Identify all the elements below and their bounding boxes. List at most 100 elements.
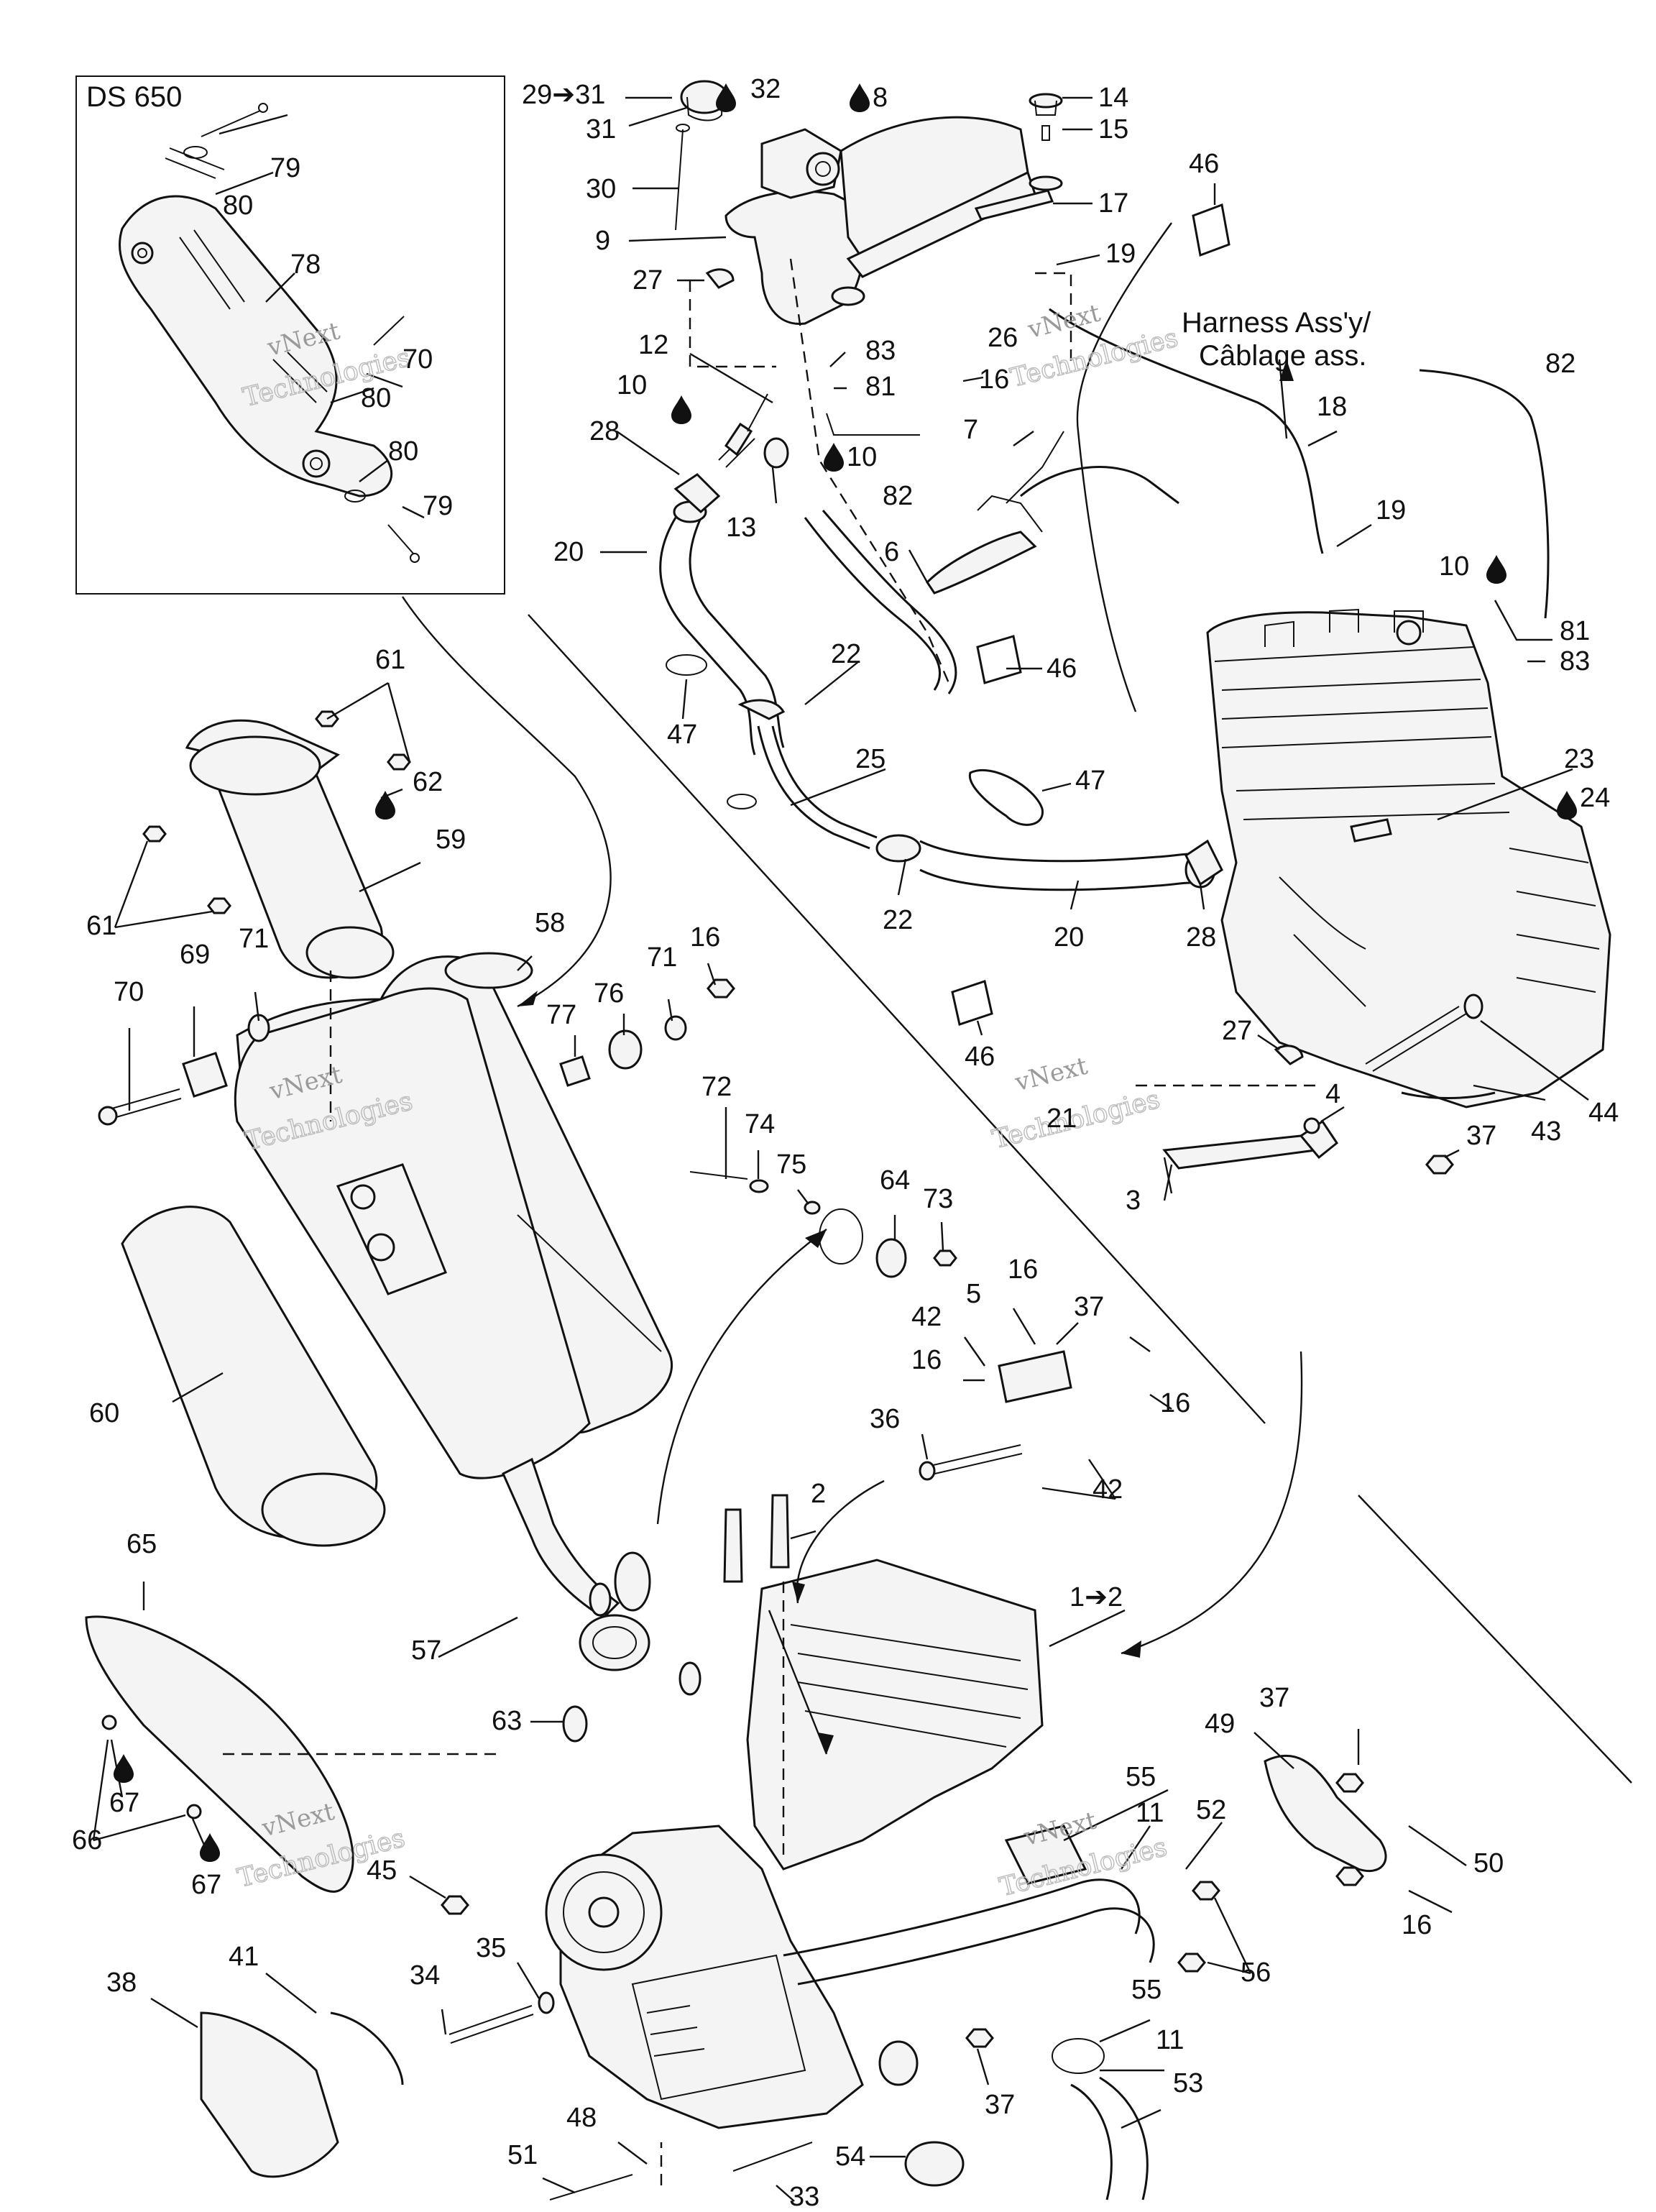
callout-11: 11: [1156, 2025, 1184, 2055]
drop-icon: [200, 1833, 220, 1862]
callout-31: 31: [586, 114, 616, 144]
callout-29-31: 29➔31: [522, 80, 605, 110]
callout-44: 44: [1588, 1098, 1619, 1128]
callout-50: 50: [1473, 1848, 1504, 1878]
callout-7: 7: [963, 415, 978, 445]
callout-25: 25: [855, 744, 886, 774]
callout-1-2: 1➔2: [1070, 1582, 1123, 1612]
watermark-line1: vNext: [1024, 298, 1103, 344]
callout-33: 33: [789, 2182, 819, 2208]
inset-title: DS 650: [86, 81, 182, 113]
callout-19: 19: [1105, 239, 1136, 269]
callout-38: 38: [106, 1968, 137, 1998]
callout-16: 16: [690, 922, 720, 953]
callout-23: 23: [1564, 744, 1594, 774]
callout-62: 62: [413, 767, 443, 797]
callout-37: 37: [1466, 1121, 1496, 1151]
muffler-assembly: [98, 710, 957, 1671]
callout-42: 42: [911, 1302, 942, 1332]
callout-67: 67: [109, 1788, 139, 1818]
callout-75: 75: [776, 1149, 806, 1180]
callout-16: 16: [911, 1345, 942, 1375]
callout-34: 34: [410, 1960, 440, 1991]
callout-53: 53: [1173, 2068, 1203, 2098]
callout-8: 8: [873, 83, 888, 113]
callout-labels: 29➔31 31 32 8 30 9 14 15 17 46 19 27 12 …: [72, 74, 1619, 2212]
callout-13: 13: [726, 513, 756, 543]
callout-82: 82: [883, 481, 913, 511]
callout-47: 47: [667, 720, 697, 750]
callout-9: 9: [595, 226, 610, 256]
engine-upper: [1136, 608, 1611, 1175]
callout-54: 54: [835, 2142, 865, 2172]
callout-48: 48: [566, 2103, 597, 2133]
callout-43: 43: [1531, 1116, 1561, 1147]
callout-58: 58: [535, 908, 565, 938]
callout-67: 67: [191, 1870, 221, 1900]
callout-30: 30: [586, 174, 616, 204]
callout-16: 16: [979, 364, 1009, 395]
callout-46: 46: [965, 1042, 995, 1072]
callout-80: 80: [361, 383, 391, 413]
callout-2: 2: [811, 1479, 826, 1509]
callout-37: 37: [985, 2090, 1015, 2120]
callout-57: 57: [411, 1635, 441, 1666]
guide-lines: [223, 222, 1632, 2185]
callout-76: 76: [594, 978, 624, 1009]
callout-64: 64: [880, 1165, 910, 1196]
callout-60: 60: [89, 1398, 119, 1428]
callout-66: 66: [72, 1825, 102, 1855]
callout-80: 80: [388, 436, 418, 467]
callout-27: 27: [1222, 1016, 1252, 1046]
callout-55: 55: [1131, 1975, 1162, 2005]
coolant-reservoir: [659, 80, 1550, 1026]
callout-83: 83: [1560, 646, 1590, 676]
callout-82: 82: [1545, 349, 1576, 379]
drop-icon: [114, 1754, 134, 1783]
callout-74: 74: [745, 1109, 775, 1139]
callout-77: 77: [546, 1000, 576, 1030]
callout-71: 71: [647, 942, 677, 973]
callout-65: 65: [126, 1529, 157, 1559]
callout-6: 6: [884, 537, 899, 567]
callout-70: 70: [114, 977, 144, 1007]
callout-63: 63: [492, 1706, 522, 1736]
callout-78: 78: [290, 249, 321, 280]
callout-79: 79: [270, 153, 300, 183]
callout-19: 19: [1376, 495, 1406, 526]
callout-16: 16: [1402, 1910, 1432, 1940]
callout-81: 81: [1560, 616, 1590, 646]
callout-14: 14: [1098, 83, 1128, 113]
callout-71: 71: [239, 924, 269, 954]
callout-4: 4: [1325, 1079, 1340, 1109]
callout-16: 16: [1008, 1254, 1038, 1285]
engine-lower: [85, 1350, 1387, 2200]
callout-21: 21: [1046, 1103, 1077, 1134]
callout-49: 49: [1205, 1709, 1235, 1739]
callout-70: 70: [402, 344, 433, 375]
callout-5: 5: [966, 1279, 981, 1309]
drop-icon: [1486, 555, 1506, 584]
callout-11: 11: [1136, 1798, 1164, 1828]
watermark-line1: vNext: [1012, 1052, 1091, 1098]
callout-61: 61: [86, 911, 116, 941]
callout-81: 81: [865, 372, 896, 402]
callout-83: 83: [865, 336, 896, 366]
callout-51: 51: [507, 2140, 538, 2170]
callout-10: 10: [617, 370, 647, 400]
callout-22: 22: [883, 905, 913, 935]
inset-heat-shield: [118, 195, 393, 497]
callout-52: 52: [1196, 1795, 1226, 1825]
drop-icon: [1557, 791, 1577, 820]
callout-10: 10: [1439, 551, 1469, 582]
harness-label-line2: Câblage ass.: [1199, 340, 1366, 372]
callout-47: 47: [1075, 766, 1105, 796]
drop-icon: [850, 83, 870, 112]
callout-27: 27: [632, 265, 663, 295]
callout-36: 36: [870, 1404, 900, 1434]
callout-45: 45: [367, 1855, 397, 1886]
callout-17: 17: [1098, 188, 1128, 219]
callout-37: 37: [1259, 1683, 1289, 1713]
callout-20: 20: [1054, 922, 1084, 953]
